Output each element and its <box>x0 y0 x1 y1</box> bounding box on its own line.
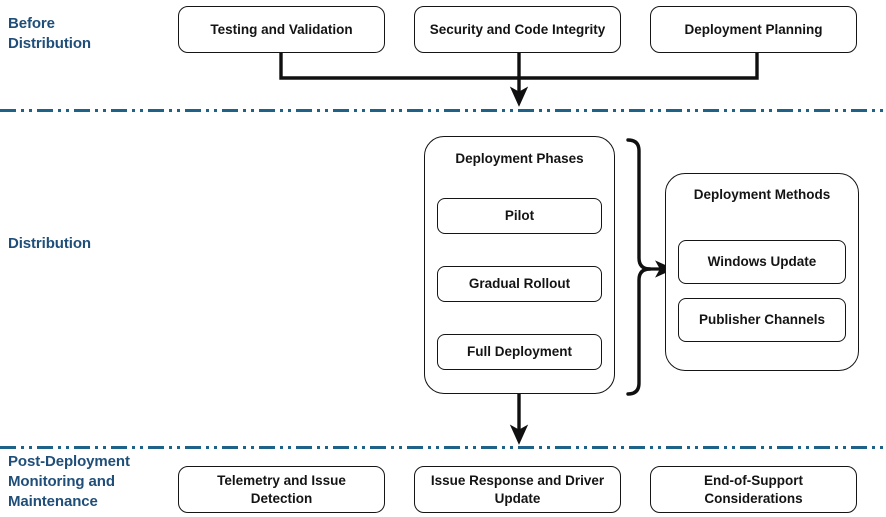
stage-label-line: Maintenance <box>8 492 98 510</box>
stage-label-line: Distribution <box>8 235 91 252</box>
section-divider-bottom <box>0 436 886 449</box>
node-publisher-channels[interactable]: Publisher Channels <box>678 298 846 342</box>
stage-label-line: Before <box>8 15 55 32</box>
node-end-of-support-considerations[interactable]: End-of-Support Considerations <box>650 466 857 513</box>
node-telemetry-and-issue-detection[interactable]: Telemetry and Issue Detection <box>178 466 385 513</box>
node-deployment-planning[interactable]: Deployment Planning <box>650 6 857 53</box>
node-testing-and-validation[interactable]: Testing and Validation <box>178 6 385 53</box>
node-gradual-rollout[interactable]: Gradual Rollout <box>437 266 602 302</box>
node-windows-update[interactable]: Windows Update <box>678 240 846 284</box>
stage-label-distribution: Distribution <box>8 234 91 254</box>
stage-label-line: Distribution <box>8 34 91 52</box>
stage-label-line: Monitoring and <box>8 472 115 490</box>
node-issue-response-and-driver-update[interactable]: Issue Response and Driver Update <box>414 466 621 513</box>
node-security-and-code-integrity[interactable]: Security and Code Integrity <box>414 6 621 53</box>
node-full-deployment[interactable]: Full Deployment <box>437 334 602 370</box>
stage-label-post-deployment: Post-Deployment Monitoring and Maintenan… <box>8 452 130 512</box>
stage-label-line: Post-Deployment <box>8 453 130 470</box>
group-title-deployment-phases: Deployment Phases <box>455 151 584 166</box>
section-divider-top <box>0 99 886 112</box>
stage-label-before-distribution: Before Distribution <box>8 14 91 54</box>
connector-curly-brace <box>626 138 675 396</box>
node-pilot[interactable]: Pilot <box>437 198 602 234</box>
connector-before-to-distribution <box>279 52 759 107</box>
group-title-deployment-methods: Deployment Methods <box>693 187 831 202</box>
